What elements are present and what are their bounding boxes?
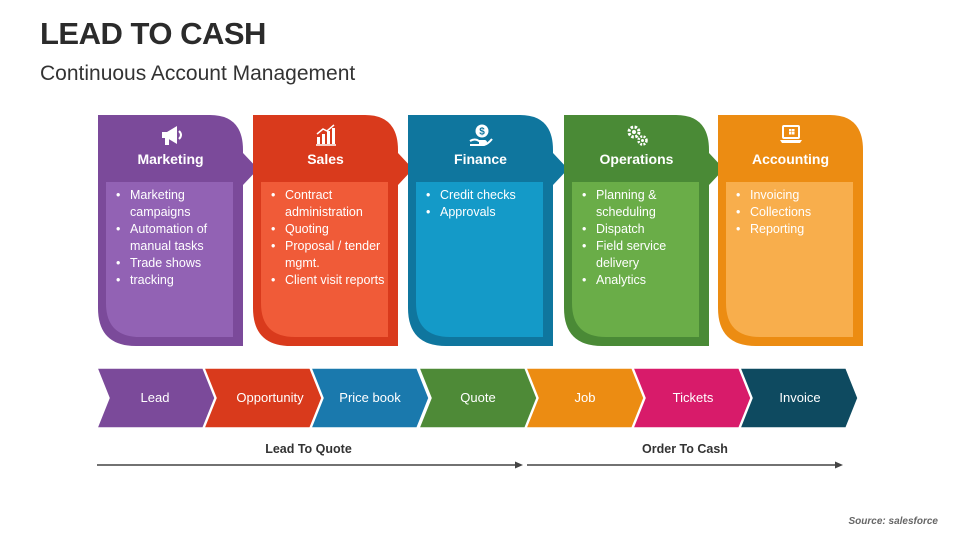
bar-chart-icon — [253, 122, 398, 148]
slide-subtitle: Continuous Account Management — [40, 62, 356, 85]
stage-item: Client visit reports — [271, 272, 388, 289]
stage-item: Approvals — [426, 204, 543, 221]
process-step-price-book: Price book — [311, 368, 429, 428]
stage-sales: SalesContract administrationQuotingPropo… — [253, 115, 413, 346]
stage-accounting: AccountingInvoicingCollectionsReporting — [718, 115, 863, 346]
slide-title: LEAD TO CASH — [40, 16, 266, 51]
stage-item: tracking — [116, 272, 233, 289]
process-step-label: Price book — [339, 390, 401, 405]
process-step-label: Tickets — [672, 390, 714, 405]
stage-item: Proposal / tender mgmt. — [271, 238, 388, 272]
chevron-shape — [97, 368, 215, 428]
stage-item-list: Marketing campaignsAutomation of manual … — [106, 187, 233, 289]
stage-item: Analytics — [582, 272, 699, 289]
process-step-label: Quote — [460, 390, 496, 405]
process-step-quote: Quote — [419, 368, 537, 428]
chevron-shape — [526, 368, 644, 428]
stage-item: Invoicing — [736, 187, 853, 204]
stage-item: Marketing campaigns — [116, 187, 233, 221]
svg-text:$: $ — [479, 127, 485, 138]
stage-title: Marketing — [137, 151, 204, 167]
stage-title: Finance — [454, 151, 507, 167]
stage-item-list: Contract administrationQuotingProposal /… — [261, 187, 388, 289]
process-step-tickets: Tickets — [633, 368, 751, 428]
source-note: Source: salesforce — [848, 516, 939, 527]
process-step-label: Job — [574, 390, 596, 405]
lead-to-quote-arrow — [97, 461, 523, 469]
stage-item: Reporting — [736, 221, 853, 238]
stage-item: Dispatch — [582, 221, 699, 238]
stage-item: Planning & scheduling — [582, 187, 699, 221]
phase-label-lead-to-quote: Lead To Quote — [265, 442, 352, 456]
chevron-shape — [204, 368, 322, 428]
process-step-label: Opportunity — [236, 390, 304, 405]
order-to-cash-arrow — [527, 461, 843, 469]
laptop-icon — [718, 122, 863, 148]
stage-item-list: InvoicingCollectionsReporting — [726, 187, 853, 238]
stage-item: Trade shows — [116, 255, 233, 272]
stage-title: Operations — [599, 151, 674, 167]
chevron-shape — [633, 368, 751, 428]
phase-label-order-to-cash: Order To Cash — [642, 442, 728, 456]
chevron-shape — [311, 368, 429, 428]
process-step-job: Job — [526, 368, 644, 428]
stage-item: Contract administration — [271, 187, 388, 221]
process-step-label: Lead — [140, 390, 170, 405]
process-step-invoice: Invoice — [740, 368, 858, 428]
process-step-label: Invoice — [779, 390, 821, 405]
process-step-lead: Lead — [97, 368, 215, 428]
process-step-opportunity: Opportunity — [204, 368, 322, 428]
stage-item: Credit checks — [426, 187, 543, 204]
stage-title: Accounting — [752, 151, 829, 167]
money-hand-icon: $ — [408, 122, 553, 148]
stage-shape — [408, 115, 568, 346]
stage-finance: $ FinanceCredit checksApprovals — [408, 115, 568, 346]
stage-marketing: MarketingMarketing campaignsAutomation o… — [98, 115, 258, 346]
chevron-shape — [419, 368, 537, 428]
stage-item: Field service delivery — [582, 238, 699, 272]
megaphone-icon — [98, 122, 243, 148]
stage-item-list: Planning & schedulingDispatchField servi… — [572, 187, 699, 289]
stage-title: Sales — [307, 151, 344, 167]
stage-item: Quoting — [271, 221, 388, 238]
stage-operations: OperationsPlanning & schedulingDispatchF… — [564, 115, 724, 346]
chevron-shape — [740, 368, 858, 428]
gears-icon — [564, 122, 709, 148]
stage-item: Collections — [736, 204, 853, 221]
stage-item-list: Credit checksApprovals — [416, 187, 543, 221]
stage-item: Automation of manual tasks — [116, 221, 233, 255]
